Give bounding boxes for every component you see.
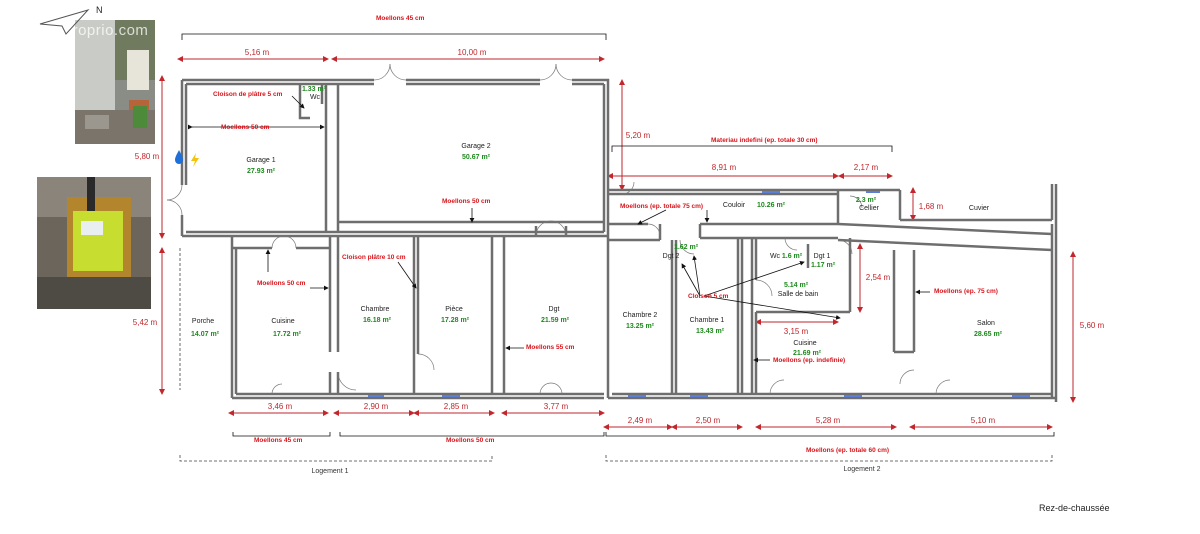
room-area-garage2: 50.67 m²	[461, 154, 491, 161]
room-label-cuisine1: Cuisine	[271, 318, 295, 325]
wall-note: Moellons 50 cm	[221, 124, 270, 131]
room-area-dgt: 21.59 m²	[540, 317, 570, 324]
wall-note: Moellons 50 cm	[257, 280, 306, 287]
watermark: © Etreproprio.com	[18, 22, 149, 39]
dimension-label: 3,46 m	[267, 402, 293, 411]
water-drop-icon	[175, 150, 183, 164]
room-area-dgt1: 1.17 m²	[810, 262, 836, 269]
dimension-label: 10,00 m	[457, 48, 487, 57]
compass-arrow-icon	[39, 9, 90, 35]
room-label-chambre: Chambre	[360, 306, 390, 313]
wall-note: Moellons 50 cm	[442, 198, 491, 205]
room-area-chambre2: 13.25 m²	[625, 323, 655, 330]
dimension-label: 2,90 m	[363, 402, 389, 411]
room-label-dgt2: Dgt 2	[662, 253, 680, 260]
wall-note: Moellons (ep. totale 60 cm)	[806, 447, 890, 454]
dimension-label: 3,15 m	[783, 327, 809, 336]
floor-level-label: Rez-de-chaussée	[1039, 503, 1110, 513]
logement-label-1: Logement 1	[311, 468, 349, 475]
room-label-dgt: Dgt	[548, 306, 560, 313]
dimension-label: 5,28 m	[815, 416, 841, 425]
wall-note: Moellons 55 cm	[526, 344, 575, 351]
room-area-salon: 28.65 m²	[973, 331, 1003, 338]
dimension-label: 2,85 m	[443, 402, 469, 411]
dimension-label: 5,80 m	[134, 152, 160, 161]
room-area-sdb: 5.14 m²	[783, 282, 809, 289]
room-area-chambre: 16.18 m²	[362, 317, 392, 324]
room-label-piece: Pièce	[445, 306, 463, 313]
room-area-garage1: 27.93 m²	[246, 168, 276, 175]
room-label-dgt1: Dgt 1	[813, 253, 831, 260]
wall-note: Moellons (ep. totale 75 cm)	[620, 203, 704, 210]
room-area-piece: 17.28 m²	[440, 317, 470, 324]
wall-note: Cloison 5 cm	[688, 293, 729, 300]
room-label-chambre1: Chambre 1	[689, 317, 725, 324]
room-area-wc2: 1.6 m²	[781, 253, 803, 260]
logement-label-2: Logement 2	[843, 466, 881, 473]
room-area-wc-garage: 1.33 m²	[301, 86, 327, 93]
dimension-label: 5,10 m	[970, 416, 996, 425]
room-label-garage2: Garage 2	[461, 143, 491, 150]
room-label-cuvier: Cuvier	[968, 205, 990, 212]
wall-note: Cloison de plâtre 5 cm	[213, 91, 283, 98]
wall-note: Moellons (ep. 75 cm)	[934, 288, 998, 295]
dimension-label: 5,16 m	[244, 48, 270, 57]
room-label-wc-garage: Wc	[309, 94, 321, 101]
wall-note: Cloison plâtre 10 cm	[342, 254, 406, 261]
room-area-cuisine2: 21.69 m²	[792, 350, 822, 357]
wall-note: Moellons 50 cm	[446, 437, 495, 444]
room-label-porche: Porche	[191, 318, 215, 325]
north-label: N	[96, 5, 103, 15]
room-area-porche: 14.07 m²	[190, 331, 220, 338]
room-area-cellier: 2.3 m²	[855, 197, 877, 204]
room-label-wc2: Wc	[769, 253, 781, 260]
dimension-label: 3,77 m	[543, 402, 569, 411]
room-label-cellier: Cellier	[859, 205, 879, 212]
wall-note: Moellons 45 cm	[376, 15, 425, 22]
wall-note: Moellons (ep. indefinie)	[773, 357, 846, 364]
photo-exterior-wall	[75, 20, 155, 144]
room-label-cuisine2: Cuisine	[793, 340, 817, 347]
photo-electric-meter	[37, 177, 151, 309]
dimension-label: 5,60 m	[1079, 321, 1105, 330]
wall-note: Moellons 45 cm	[254, 437, 303, 444]
room-area-couloir: 10.26 m²	[756, 202, 786, 209]
wall-note: Materiau indefini (ep. totale 30 cm)	[711, 137, 818, 144]
dimension-label: 2,54 m	[865, 273, 891, 282]
room-area-dgt2: 1.62 m²	[673, 244, 699, 251]
dimension-label: 2,49 m	[627, 416, 653, 425]
electricity-icon	[191, 153, 199, 167]
dimension-label: 1,68 m	[918, 202, 944, 211]
dimension-label: 5,42 m	[132, 318, 158, 327]
dimension-label: 8,91 m	[711, 163, 737, 172]
room-label-garage1: Garage 1	[246, 157, 276, 164]
room-label-couloir: Couloir	[722, 202, 746, 209]
dimension-label: 5,20 m	[625, 131, 651, 140]
room-area-cuisine1: 17.72 m²	[272, 331, 302, 338]
dimension-label: 2,17 m	[853, 163, 879, 172]
room-label-sdb: Salle de bain	[777, 291, 819, 298]
dimension-label: 2,50 m	[695, 416, 721, 425]
room-area-chambre1: 13.43 m²	[695, 328, 725, 335]
room-label-chambre2: Chambre 2	[622, 312, 658, 319]
room-label-salon: Salon	[977, 320, 995, 327]
